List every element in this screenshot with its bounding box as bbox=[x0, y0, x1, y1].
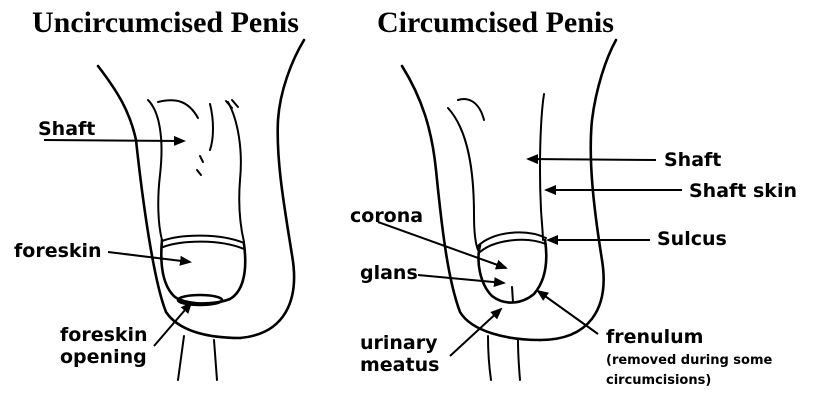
corona-rim-1 bbox=[478, 232, 546, 246]
label-shaft-skin: Shaft skin bbox=[689, 180, 797, 202]
arrow-glans bbox=[418, 275, 504, 283]
urinary-meatus-slit bbox=[512, 287, 513, 302]
left-body-outline-right bbox=[240, 40, 304, 338]
title-uncircumcised: Uncircumcised Penis bbox=[32, 6, 299, 40]
label-frenulum-note-2: circumcisions) bbox=[606, 372, 711, 390]
arrow-shaft-left bbox=[44, 140, 184, 141]
corona-rim-2 bbox=[480, 240, 546, 252]
right-shaft-left-edge bbox=[448, 108, 478, 250]
left-shaft-right-edge bbox=[228, 102, 244, 242]
right-leg-line-1 bbox=[488, 336, 491, 380]
arrow-foreskin bbox=[108, 252, 190, 262]
label-sulcus: Sulcus bbox=[657, 228, 727, 250]
label-shaft-right: Shaft bbox=[664, 149, 721, 171]
label-frenulum-note-1: (removed during some bbox=[606, 352, 772, 370]
arrow-foreskin-opening bbox=[154, 303, 191, 346]
circumcised-illustration bbox=[402, 40, 616, 380]
label-foreskin-opening-1: foreskin bbox=[60, 324, 148, 346]
label-shaft-left: Shaft bbox=[38, 118, 95, 140]
right-body-outline-left bbox=[402, 66, 540, 340]
right-leg-line-2 bbox=[518, 340, 520, 380]
label-urinary-meatus-2: meatus bbox=[360, 354, 439, 376]
foreskin-rim-2 bbox=[163, 242, 244, 249]
left-shaft-inner-line bbox=[210, 104, 213, 150]
right-shaft-right-edge bbox=[540, 94, 544, 240]
arrow-shaft-right bbox=[528, 159, 656, 160]
label-frenulum: frenulum bbox=[606, 326, 703, 348]
label-glans: glans bbox=[360, 262, 418, 284]
left-leg-line-1 bbox=[178, 336, 184, 380]
title-circumcised: Circumcised Penis bbox=[377, 6, 614, 40]
left-leg-line-2 bbox=[214, 340, 217, 380]
left-shaft-left-edge bbox=[148, 100, 162, 240]
label-foreskin: foreskin bbox=[14, 240, 102, 262]
label-foreskin-opening-2: opening bbox=[60, 346, 147, 368]
left-skin-tick-3 bbox=[200, 156, 203, 162]
label-urinary-meatus-1: urinary bbox=[360, 332, 438, 354]
left-skin-tick-4 bbox=[197, 170, 201, 175]
left-shaft-top-curl bbox=[158, 100, 198, 118]
label-corona: corona bbox=[350, 205, 423, 227]
left-skin-tick-2 bbox=[232, 100, 238, 107]
right-shaft-top-curl bbox=[458, 99, 484, 120]
arrow-frenulum bbox=[538, 291, 598, 334]
